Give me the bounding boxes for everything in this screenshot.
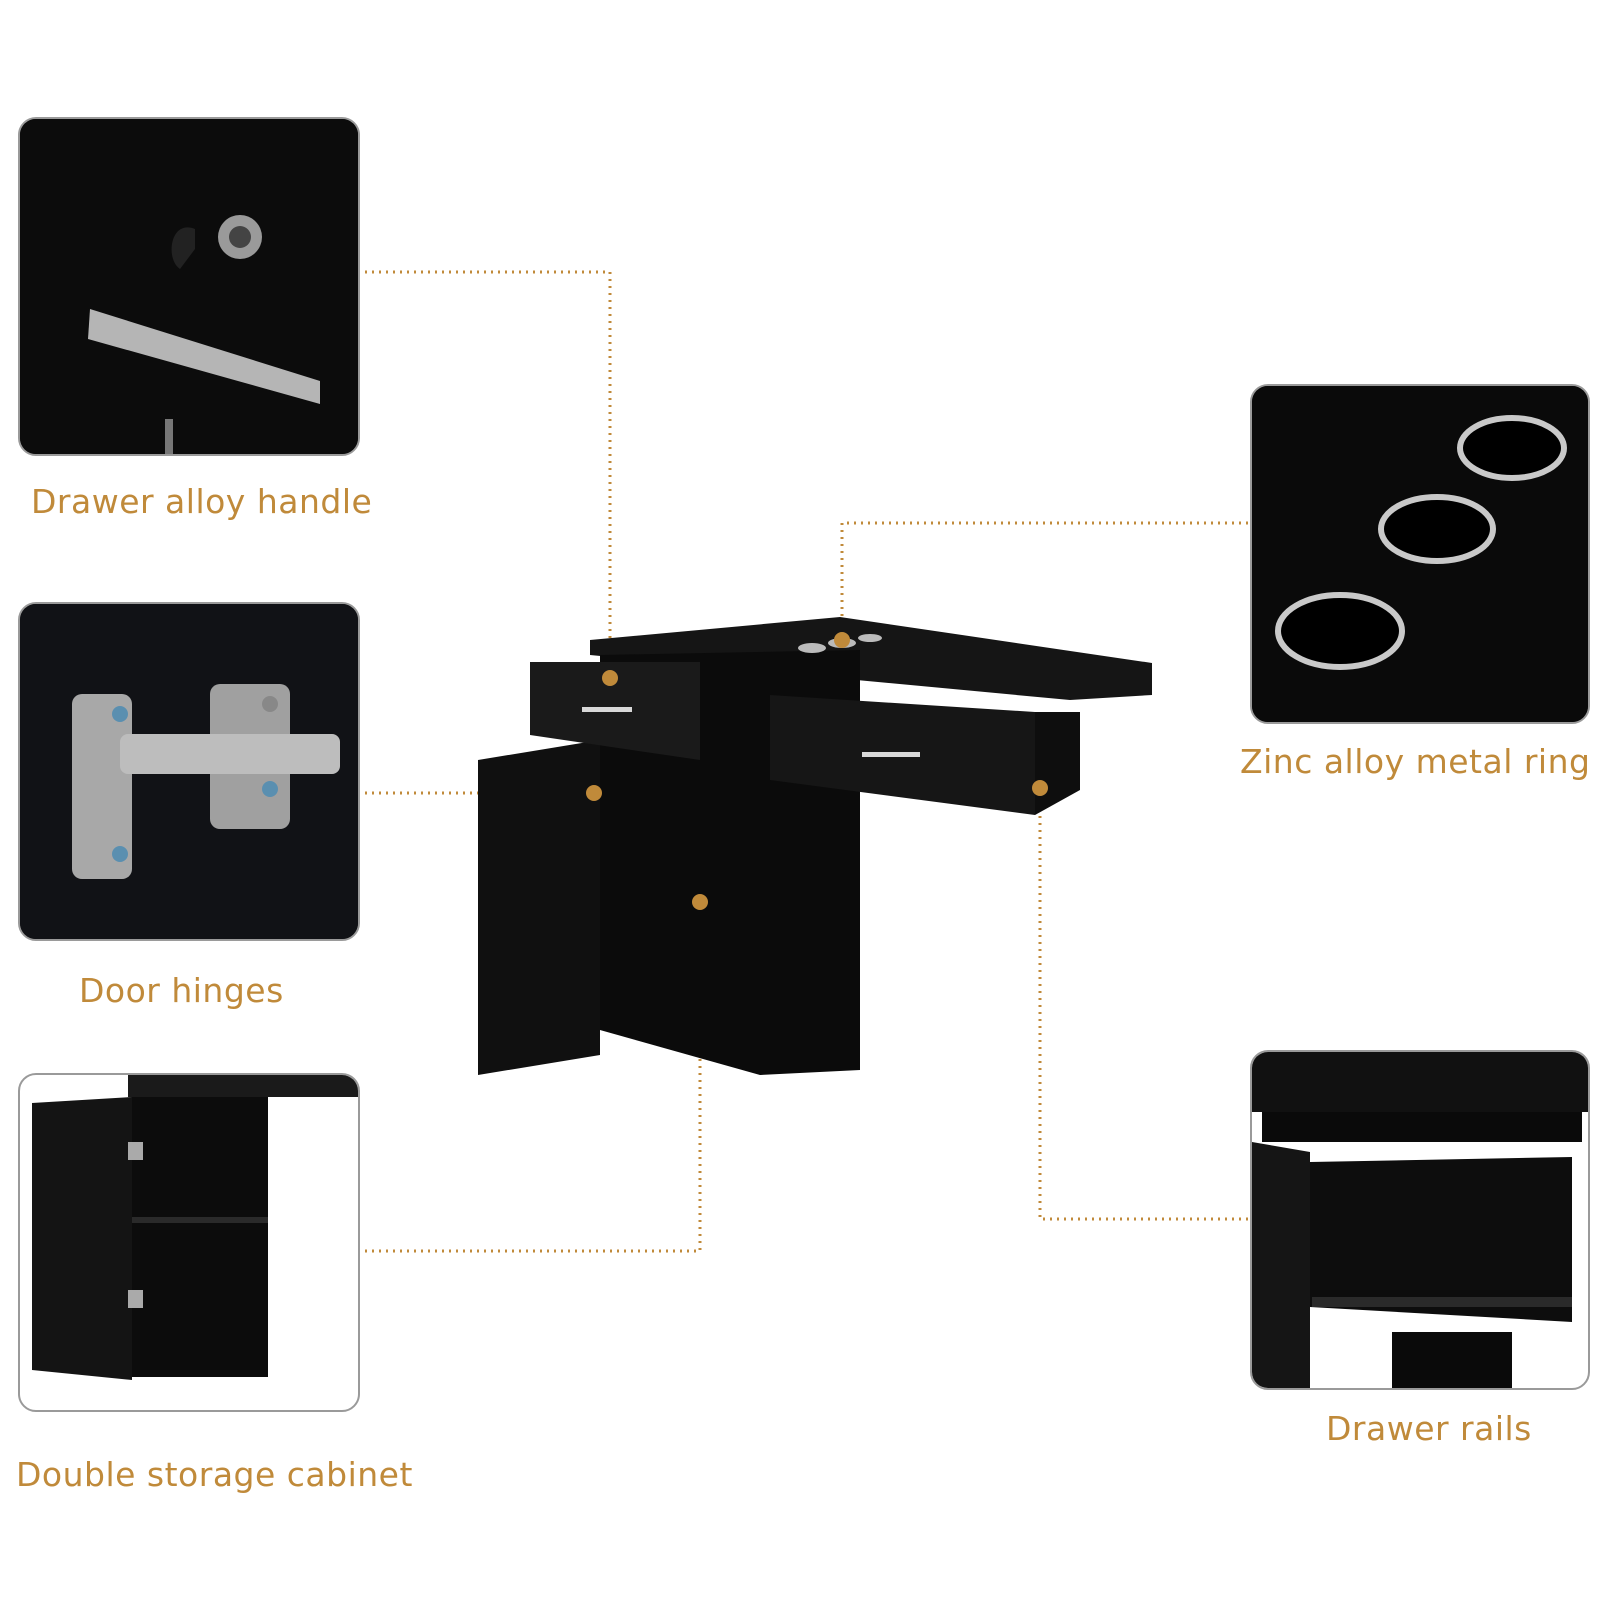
detail-panel-rails [1250,1050,1590,1390]
drawer-rail-icon [1252,1052,1588,1388]
product-main-cabinet [478,617,1152,1075]
callout-label-door-hinges: Door hinges [79,971,284,1010]
detail-panel-rings [1250,384,1590,724]
callout-label-zinc-ring: Zinc alloy metal ring [1240,742,1591,781]
callout-label-drawer-rails: Drawer rails [1326,1409,1532,1448]
hinge-icon [20,604,358,939]
callout-label-double-cabinet: Double storage cabinet [16,1455,413,1494]
cabinet-icon [32,1075,358,1380]
callout-label-drawer-handle: Drawer alloy handle [31,482,373,521]
detail-panel-handle [18,117,360,456]
detail-panel-cabinet [18,1073,360,1412]
detail-panel-hinges [18,602,360,941]
metal-ring-icon [1252,386,1588,722]
lock-key-handle-icon [20,119,358,454]
